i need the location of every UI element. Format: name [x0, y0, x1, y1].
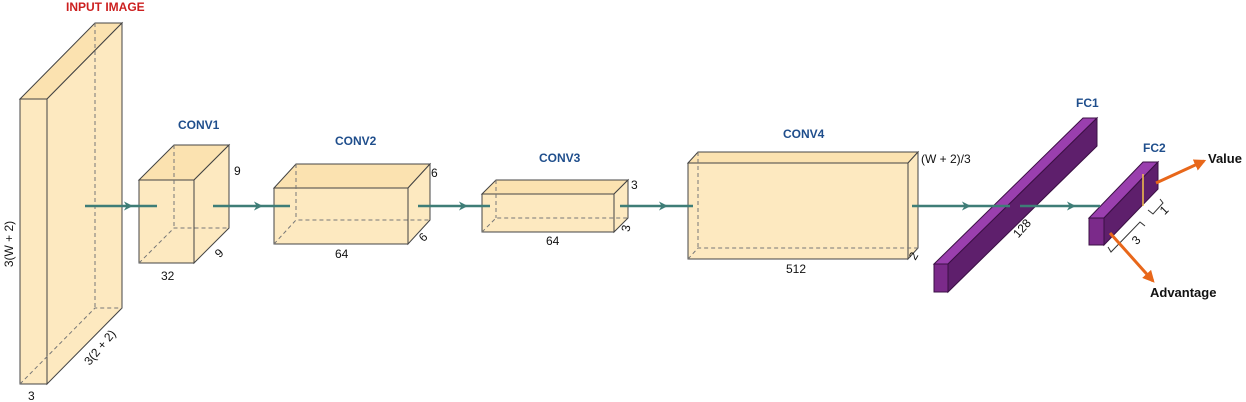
advantage-label: Advantage: [1150, 285, 1216, 300]
input-width-label: 3: [28, 389, 35, 402]
conv4-height-label: (W + 2)/3: [921, 152, 971, 166]
conv2-block: [272, 162, 432, 246]
conv1-width-label: 32: [161, 269, 175, 283]
value-label: Value: [1208, 151, 1242, 166]
conv1-depth-label: 9: [212, 246, 227, 261]
conv2-title: CONV2: [335, 134, 377, 148]
value-arrow: [1155, 159, 1207, 185]
conv1-block: [137, 143, 231, 265]
conv2-depth-label: 6: [416, 230, 431, 245]
conv1-title: CONV1: [178, 118, 220, 132]
conv4-block: [686, 150, 920, 261]
fc2-advantage-size-label: 3: [1129, 233, 1144, 248]
conv2-width-label: 64: [335, 247, 349, 261]
advantage-arrow: [1108, 231, 1155, 283]
conv4-width-label: 512: [786, 262, 806, 276]
conv1-height-label: 9: [234, 164, 241, 178]
conv3-depth-label: 3: [619, 223, 634, 232]
fc2-value-size-label: 1: [1157, 203, 1172, 218]
fc2-block: [1087, 160, 1164, 253]
conv2-height-label: 6: [431, 166, 438, 180]
fc1-title: FC1: [1076, 96, 1099, 110]
conv3-block: [480, 178, 630, 234]
conv3-title: CONV3: [539, 151, 581, 165]
conv3-height-label: 3: [631, 178, 638, 192]
conv3-width-label: 64: [546, 234, 560, 248]
input-image-title: INPUT IMAGE: [66, 0, 145, 14]
conv4-title: CONV4: [783, 127, 825, 141]
input-image-block: [18, 21, 124, 386]
input-height-label: 3(W + 2): [2, 221, 16, 267]
fc2-title: FC2: [1143, 141, 1166, 155]
